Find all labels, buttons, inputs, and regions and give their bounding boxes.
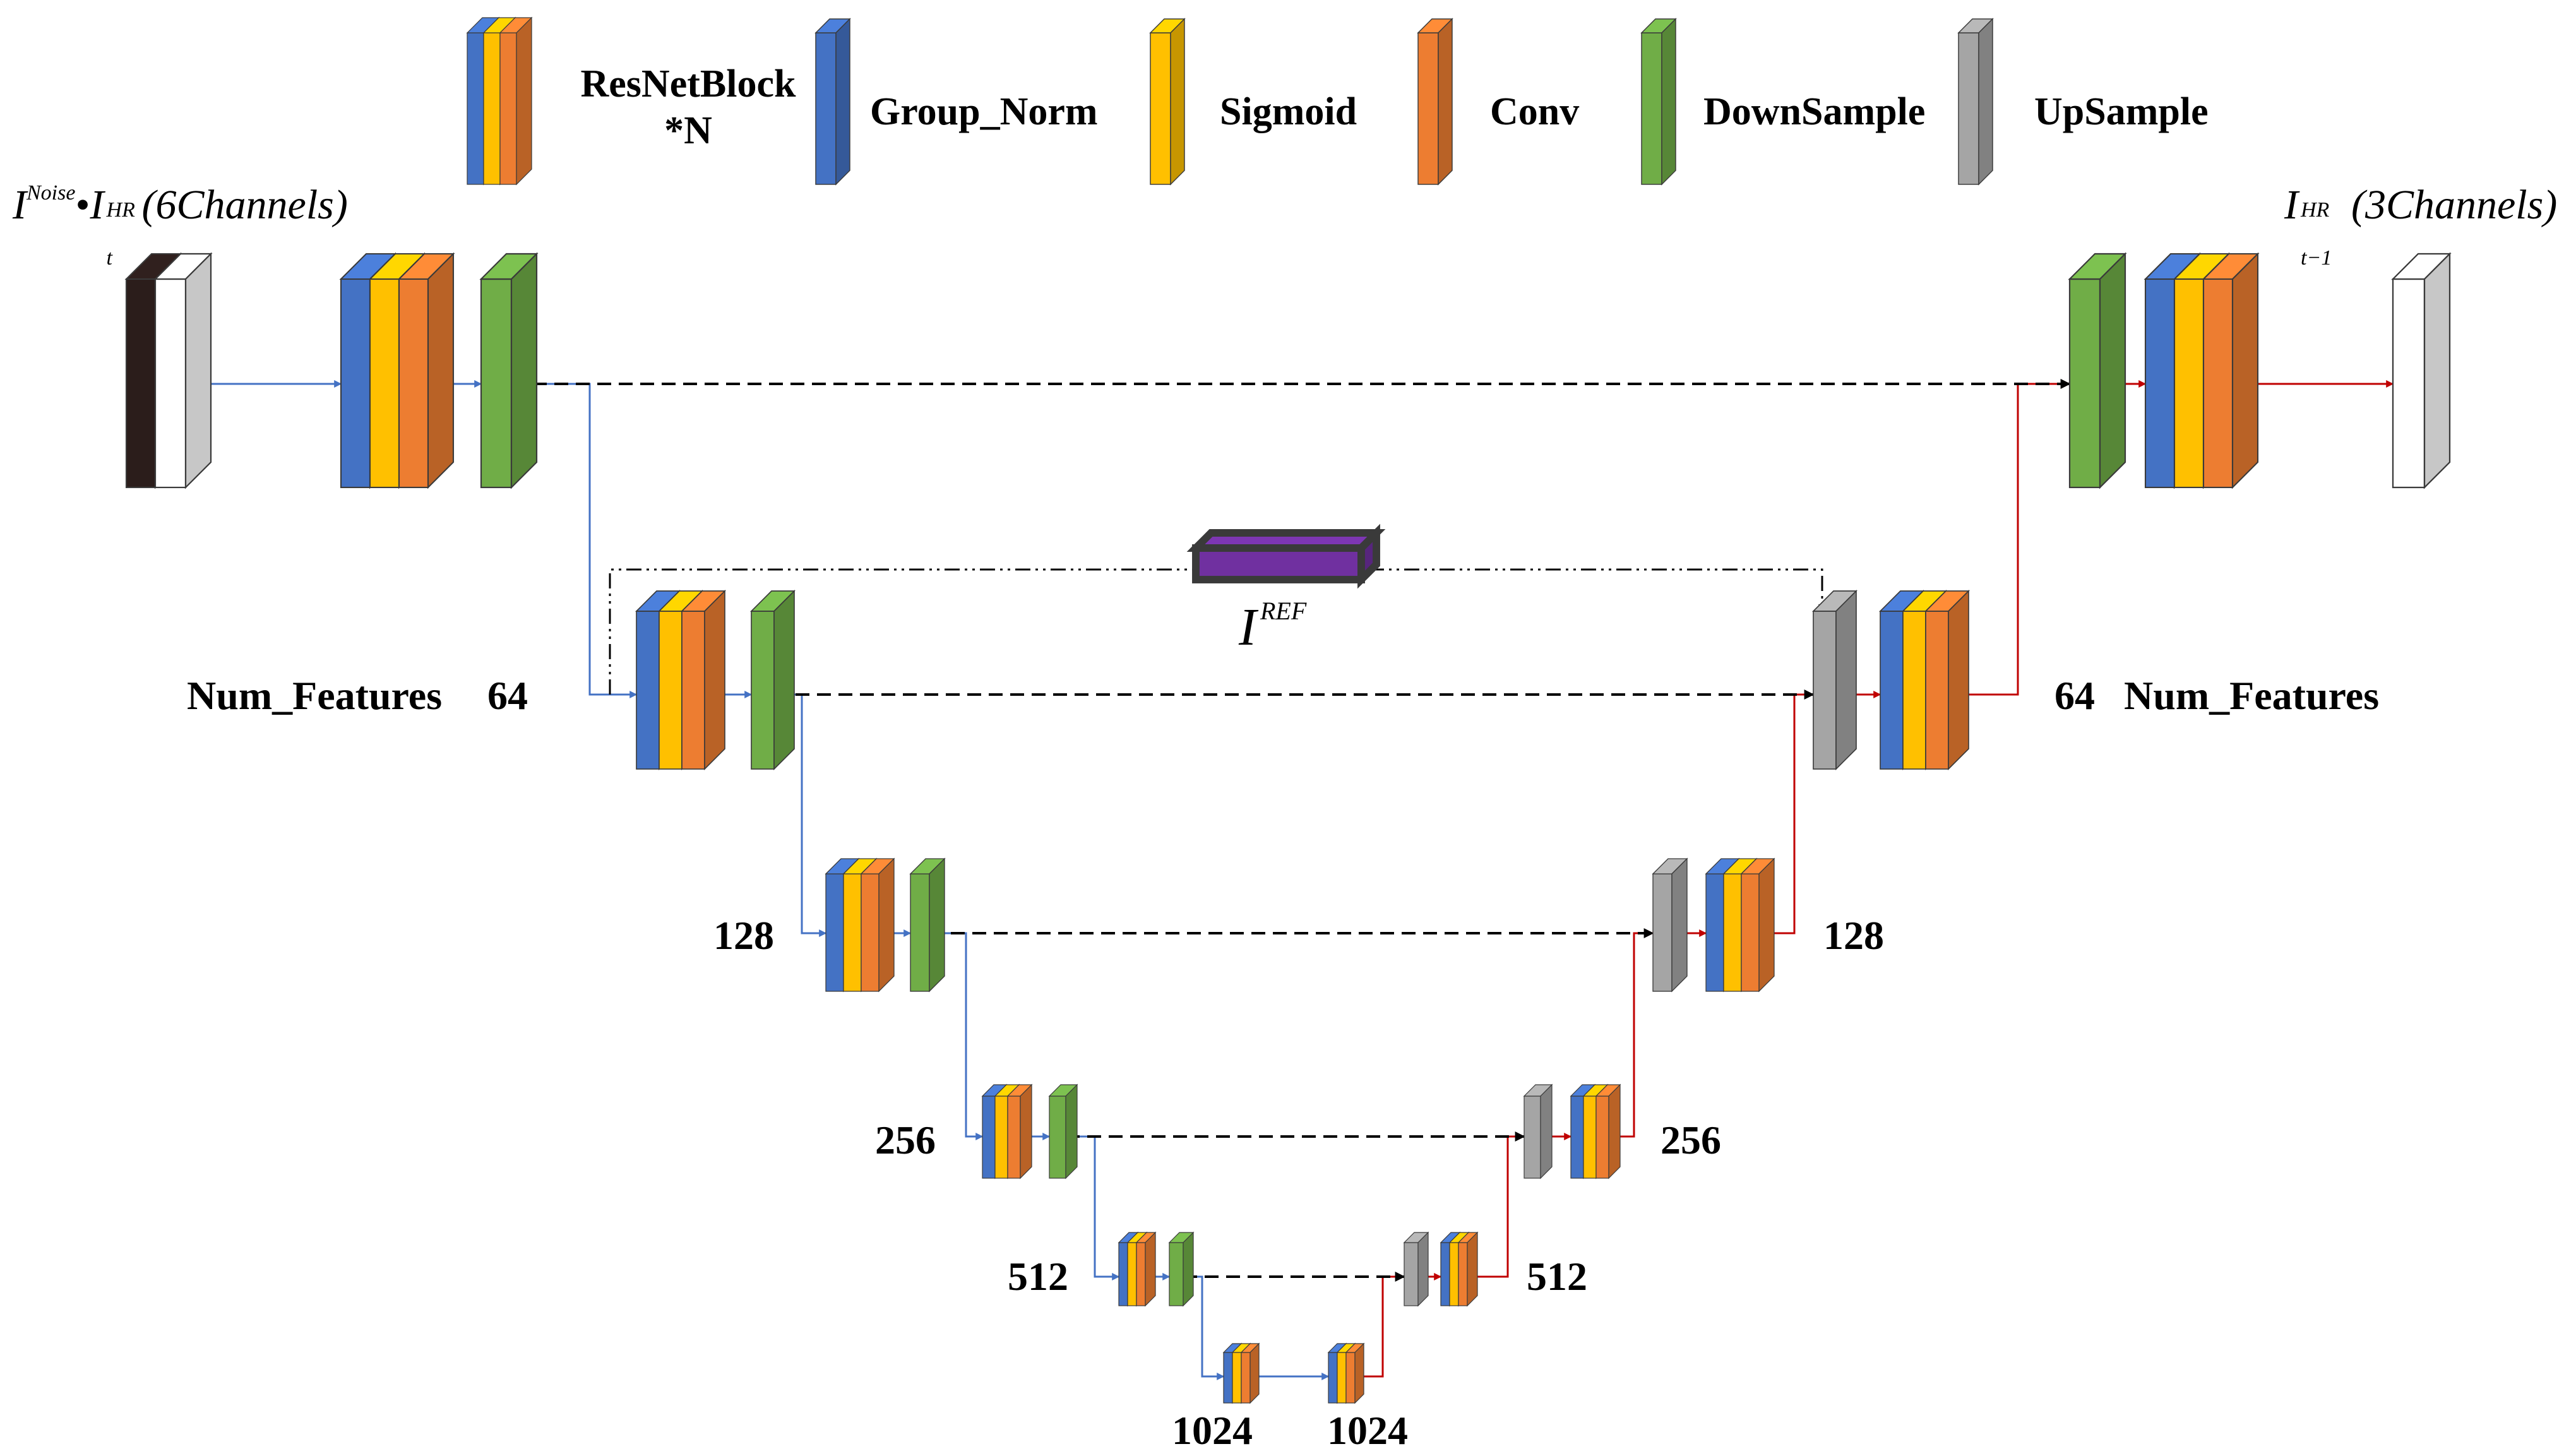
legend-resnet-block-conv [499,16,533,186]
dec0-downsample [2068,252,2127,489]
features-64-left: 64 [487,673,528,718]
features-128-right: 128 [1823,913,1884,958]
features-right-text: Num_Features [2124,673,2380,718]
dec1-upsample [1812,590,1857,770]
legend-resnet-label: ResNetBlock *N [568,64,808,150]
enc2-downsample [909,857,946,993]
legend-conv-label: Conv [1490,90,1580,133]
dec-line-level2-to-up1 [1759,691,1815,934]
features-512-left: 512 [1008,1254,1068,1299]
output-volume [2391,252,2452,489]
output-sub: t−1 [2300,246,2332,270]
input-sub2: t [106,246,112,270]
output-sup: HR [2300,198,2330,222]
reference-base: I [1239,598,1256,657]
output-suffix: (3Channels) [2351,182,2558,228]
features-128-left: 128 [713,913,774,958]
bottleneck-left-resnet-conv [1240,1342,1260,1404]
enc4-resnet-conv [1135,1231,1157,1307]
legend-resnet-line2: *N [664,109,712,152]
legend-sigmoid-block [1149,18,1186,186]
features-1024-right: 1024 [1327,1408,1408,1453]
dec1-resnet-conv [1924,590,1970,770]
layer-blocks [124,16,2452,1404]
legend-group-norm-label: Group_Norm [870,90,1098,133]
connection-lines [186,379,2394,1380]
enc0-resnet-conv [397,252,455,489]
features-256-right: 256 [1661,1118,1721,1162]
enc0-downsample [479,252,539,489]
legend-upsample-block [1957,18,1994,186]
enc1-resnet-conv [681,590,726,770]
input-suffix: (6Channels) [141,182,348,228]
legend-conv-block [1417,18,1453,186]
dec4-resnet-conv [1457,1231,1479,1307]
enc1-downsample [750,590,796,770]
reference-sup: REF [1260,597,1307,625]
enc4-downsample [1168,1231,1195,1307]
dec4-upsample [1403,1231,1429,1307]
input-base1: I [13,182,27,228]
dec3-resnet-conv [1595,1083,1621,1179]
reference-feature-block [1186,523,1386,589]
input-dot: • [75,182,90,228]
input-sup2: HR [106,198,135,222]
features-1024-left: 1024 [1172,1408,1253,1453]
output-base: I [2284,182,2298,228]
enc3-downsample [1048,1083,1078,1179]
enc-line-down3-to-level4 [1066,1135,1120,1280]
bottleneck-right-resnet-conv [1345,1342,1365,1404]
legend-sigmoid-label: Sigmoid [1220,90,1357,133]
reference-conditioning-line [609,568,1826,695]
enc3-resnet-conv [1006,1083,1033,1179]
dec3-upsample [1523,1083,1553,1179]
input-hr-volume [153,252,213,489]
legend-downsample-block [1640,18,1677,186]
enc-line-down2-to-level3 [929,932,984,1140]
input-sup1: Noise [26,181,76,205]
legend-resnet-line1: ResNetBlock [580,63,796,105]
legend-downsample-label: DownSample [1703,90,1926,133]
enc2-resnet-conv [860,857,895,993]
features-left-text: Num_Features [187,673,443,718]
features-256-left: 256 [875,1118,936,1162]
dec-line-bottleneck-to-up4 [1355,1273,1405,1378]
dec0-resnet-conv [2202,252,2260,489]
features-64-right: 64 [2054,673,2095,718]
dec2-upsample [1652,857,1688,993]
features-512-right: 512 [1527,1254,1587,1299]
enc-line-down0-to-level1 [511,383,638,698]
legend-upsample-label: UpSample [2034,90,2209,133]
dec2-resnet-conv [1740,857,1775,993]
legend-group-norm-block [814,18,851,186]
input-base2: I [90,182,104,228]
